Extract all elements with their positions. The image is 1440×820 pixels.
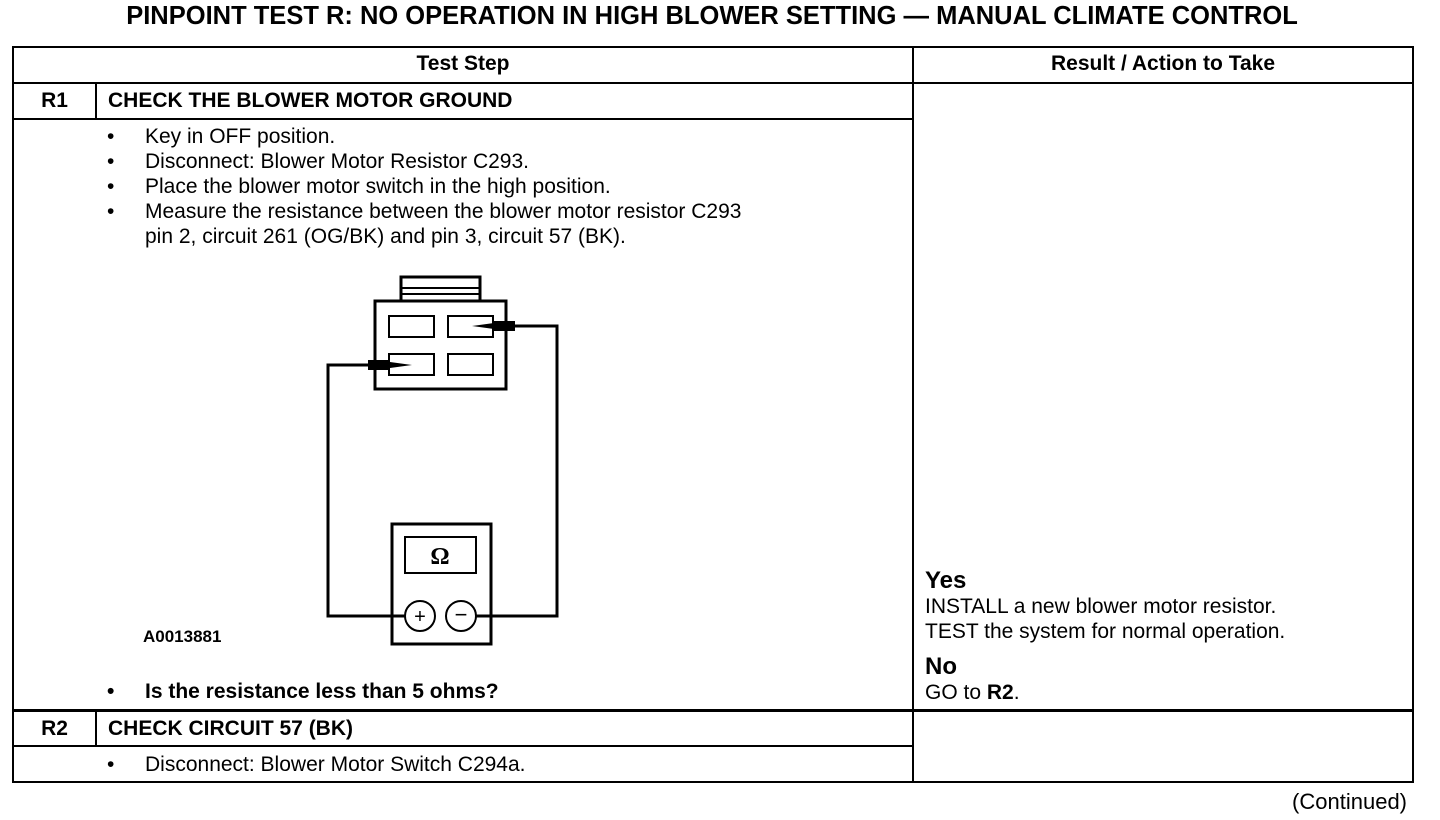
table-border-top	[12, 46, 1414, 48]
r1-r2-divider	[12, 709, 1414, 712]
negative-test-lead	[476, 324, 559, 618]
r2-heading-divider	[12, 745, 914, 747]
r2-id-divider	[95, 709, 97, 747]
step-heading-r2: CHECK CIRCUIT 57 (BK)	[108, 717, 354, 740]
plus-symbol: +	[414, 606, 426, 628]
r1-bullet-list: Key in OFF position. Disconnect: Blower …	[107, 124, 741, 224]
negative-probe-tip	[472, 321, 515, 331]
header-test-step: Test Step	[416, 52, 510, 75]
step-id-r1: R1	[41, 89, 68, 112]
goto-r2-link[interactable]: R2	[986, 681, 1014, 704]
list-item: Disconnect: Blower Motor Switch C294a.	[107, 752, 526, 777]
list-item: Place the blower motor switch in the hig…	[107, 174, 741, 199]
r1-id-divider	[95, 82, 97, 120]
result-no-prefix: GO to	[925, 681, 987, 704]
step-id-r2: R2	[41, 717, 68, 740]
r1-question: Is the resistance less than 5 ohms?	[107, 679, 499, 704]
table-border-right	[1412, 46, 1414, 783]
r1-results: Yes INSTALL a new blower motor resistor.…	[925, 567, 1285, 705]
r2-bullet-list: Disconnect: Blower Motor Switch C294a.	[107, 752, 526, 777]
step-heading-r1: CHECK THE BLOWER MOTOR GROUND	[108, 89, 513, 112]
list-item: Key in OFF position.	[107, 124, 741, 149]
list-item: Disconnect: Blower Motor Resistor C293.	[107, 149, 741, 174]
step-column-divider	[912, 46, 914, 783]
r1-heading-divider	[12, 118, 914, 120]
minus-symbol: −	[455, 602, 468, 627]
positive-probe-tip	[368, 360, 412, 370]
connector-pin-1	[388, 315, 435, 338]
ohm-symbol: Ω	[430, 544, 449, 570]
continued-note: (Continued)	[1292, 789, 1407, 814]
header-divider	[12, 82, 1414, 84]
connector-pin-4	[447, 353, 494, 376]
table-border-left	[12, 46, 14, 783]
result-yes-label: Yes	[925, 567, 967, 594]
figure-id: A0013881	[143, 627, 222, 646]
r1-question-list: Is the resistance less than 5 ohms?	[107, 679, 499, 704]
result-yes-line-1: INSTALL a new blower motor resistor.	[925, 595, 1277, 618]
result-yes-line-2: TEST the system for normal operation.	[925, 620, 1286, 643]
r1-bullet-continuation: pin 2, circuit 261 (OG/BK) and pin 3, ci…	[145, 225, 626, 248]
ohmmeter-display	[404, 536, 477, 574]
result-no-label: No	[925, 653, 957, 680]
page-title: PINPOINT TEST R: NO OPERATION IN HIGH BL…	[126, 2, 1298, 30]
list-item: Measure the resistance between the blowe…	[107, 199, 741, 224]
ohmmeter-body	[390, 522, 493, 646]
header-result: Result / Action to Take	[1050, 52, 1276, 75]
result-no-action: GO to R2.	[925, 680, 1285, 705]
positive-test-lead	[326, 363, 405, 618]
result-no-suffix: .	[1013, 681, 1020, 704]
table-border-bottom	[12, 781, 1414, 783]
